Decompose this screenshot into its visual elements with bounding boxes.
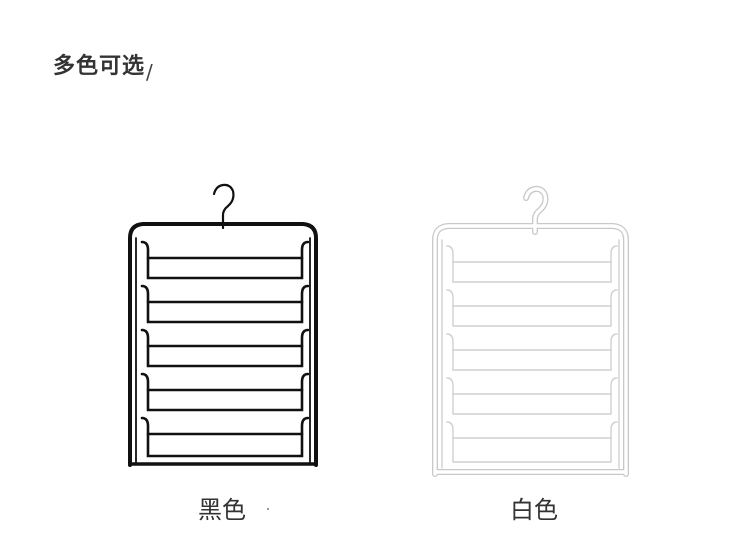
stray-dot <box>267 508 269 510</box>
black-hanger-image <box>128 183 318 467</box>
white-color-label: 白色 <box>510 496 558 524</box>
black-color-label: 黑色 <box>198 496 246 524</box>
heading-text: 多色可选 <box>53 54 146 79</box>
white-hanger-image <box>432 185 629 477</box>
heading-slash: / <box>146 60 154 84</box>
page-heading: 多色可选/ <box>53 48 154 84</box>
